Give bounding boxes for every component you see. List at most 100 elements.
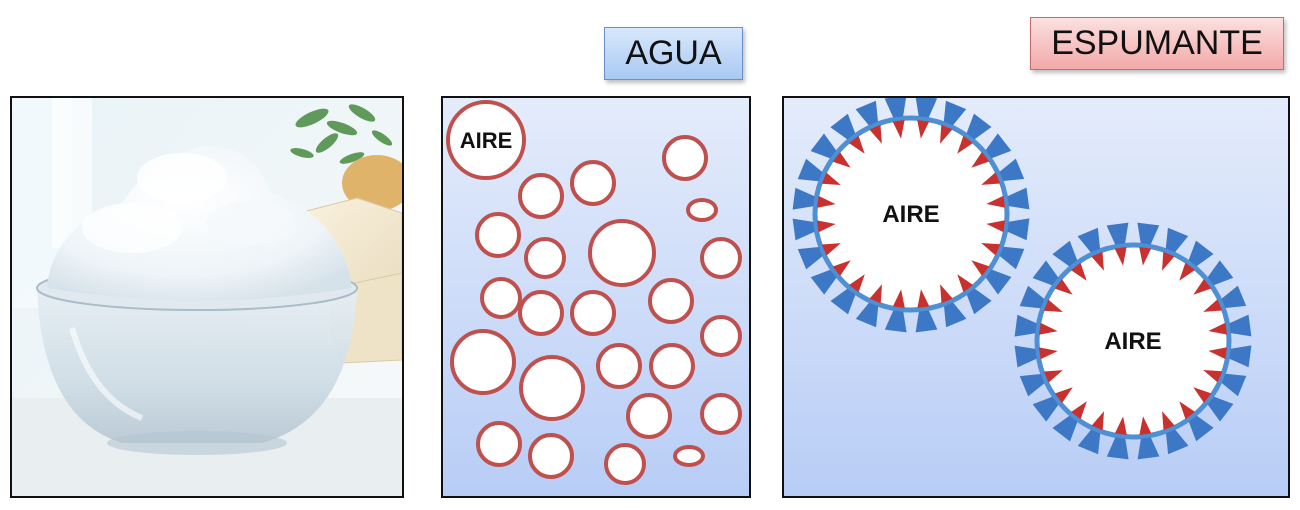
surfactant-head — [1207, 396, 1234, 422]
surfactant-tail — [1071, 262, 1087, 281]
surfactant-head — [1137, 222, 1160, 245]
air-label-small: AIRE — [460, 128, 513, 153]
surfactant-tail — [971, 152, 990, 168]
stabilized-air-drop: AIRE — [1014, 222, 1252, 460]
surfactant-tail — [917, 289, 930, 308]
surfactant-head — [1229, 345, 1252, 368]
foaming-agent-diagram: AIRE AIRE — [792, 98, 1252, 460]
stabilized-air-drop: AIRE — [792, 98, 1030, 333]
surfactant-head — [810, 133, 837, 159]
surfactant-head — [1052, 240, 1078, 267]
surfactant-head — [1207, 260, 1234, 286]
water-bubbles-panel: AIRE — [441, 96, 751, 498]
surfactant-head — [1014, 345, 1037, 368]
surfactant-tail — [1039, 322, 1058, 335]
surfactant-tail — [1179, 262, 1195, 281]
surfactant-tail — [1203, 299, 1223, 312]
air-bubble — [480, 277, 522, 319]
air-bubble — [528, 433, 574, 479]
surfactant-head — [915, 98, 938, 118]
air-bubble — [604, 443, 646, 485]
surfactant-head — [1077, 429, 1101, 455]
foam-bowl-photo — [10, 96, 404, 498]
air-bubble — [570, 290, 616, 336]
surfactant-tail — [986, 195, 1005, 208]
air-bubble — [649, 343, 695, 389]
surfactant-tail — [1208, 322, 1227, 335]
surfactant-tail — [1054, 387, 1073, 403]
surfactant-molecule-ring — [792, 98, 1030, 333]
air-bubble — [648, 278, 694, 324]
surfactant-head — [999, 246, 1025, 270]
air-bubble — [570, 160, 616, 206]
air-bubble — [518, 173, 564, 219]
surfactant-head — [797, 158, 823, 182]
air-bubble — [700, 315, 742, 357]
surfactant-head — [1229, 314, 1252, 337]
air-bubble — [700, 237, 742, 279]
surfactant-tail — [1193, 387, 1212, 403]
surfactant-head — [1019, 374, 1045, 397]
surfactant-tail — [1091, 251, 1104, 271]
air-bubble — [524, 237, 566, 279]
water-label: AGUA — [604, 27, 743, 80]
surfactant-head — [1077, 227, 1100, 253]
surfactant-head — [985, 133, 1012, 159]
surfactant-tail — [1208, 347, 1227, 360]
surfactant-tail — [917, 120, 930, 139]
surfactant-head — [999, 158, 1025, 181]
air-bubble-large — [446, 100, 526, 180]
surfactant-head — [1106, 437, 1129, 460]
surfactant-tail — [1179, 401, 1195, 420]
surfactant-tail — [1071, 401, 1087, 420]
surfactant-tail — [1054, 279, 1073, 295]
surfactant-tail — [1203, 370, 1223, 383]
surfactant-head — [1052, 415, 1078, 442]
surfactant-head — [985, 269, 1012, 295]
surfactant-tail — [957, 135, 973, 154]
surfactant-tail — [1043, 299, 1063, 312]
surfactant-head — [1032, 396, 1059, 422]
surfactant-tail — [981, 172, 1001, 185]
foam-bowl-illustration — [12, 98, 402, 496]
surfactant-head — [1014, 314, 1037, 337]
surfactant-tail — [849, 135, 865, 154]
surfactant-tail — [957, 274, 973, 293]
surfactant-head — [884, 98, 907, 118]
surfactant-head — [1166, 429, 1189, 455]
surfactant-tail — [817, 195, 836, 208]
surfactant-head — [944, 302, 967, 328]
foam-mound — [47, 145, 352, 301]
air-bubble — [662, 135, 708, 181]
foaming-agent-label: ESPUMANTE — [1030, 17, 1284, 70]
surfactant-tail — [1162, 411, 1175, 431]
air-label-drop-2: AIRE — [1104, 328, 1161, 355]
surfactant-tail — [940, 284, 953, 304]
surfactant-tail — [832, 152, 851, 168]
surfactant-tail — [892, 289, 905, 308]
air-bubble — [518, 290, 564, 336]
surfactant-tail — [1139, 247, 1152, 266]
surfactant-tail — [1091, 411, 1104, 431]
water-bubbles-diagram: AIRE — [446, 100, 742, 485]
surfactant-head — [884, 310, 907, 333]
air-bubble — [588, 219, 656, 287]
air-bubble — [686, 198, 718, 222]
surfactant-tail — [832, 260, 851, 276]
surfactant-tail — [1193, 279, 1212, 295]
air-bubble — [450, 329, 516, 395]
surfactant-tail — [1114, 416, 1127, 435]
surfactant-head — [830, 113, 856, 140]
surfactant-head — [1019, 285, 1045, 309]
surfactant-head — [792, 218, 815, 241]
air-label-drop-1: AIRE — [882, 201, 939, 228]
surfactant-head — [855, 302, 879, 328]
air-bubble — [626, 393, 672, 439]
surfactant-head — [792, 187, 815, 210]
surfactant-head — [830, 288, 856, 315]
surfactant-head — [915, 310, 938, 333]
surfactant-head — [810, 269, 837, 295]
surfactant-tail — [986, 220, 1005, 233]
surfactant-tail — [1114, 247, 1127, 266]
surfactant-tail — [1162, 251, 1175, 271]
